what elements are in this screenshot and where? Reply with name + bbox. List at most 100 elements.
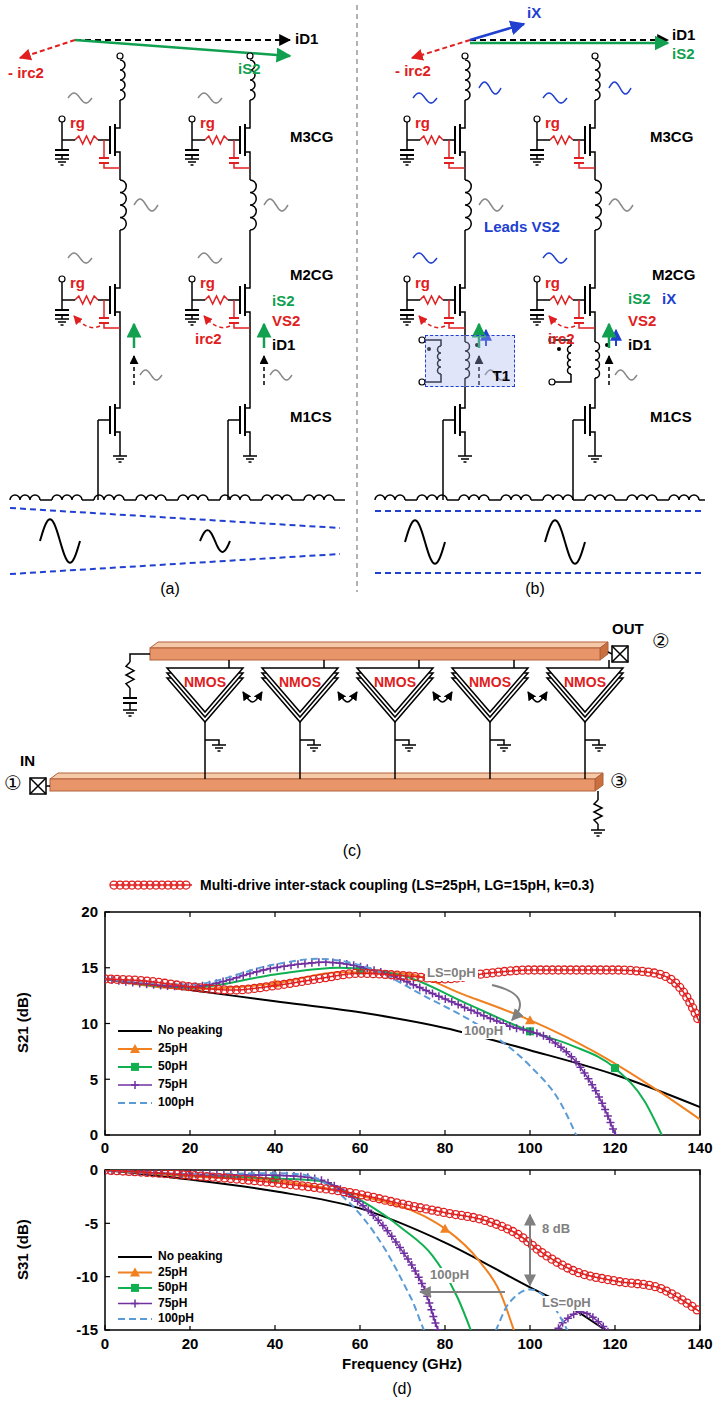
wire	[464, 170, 466, 180]
wire	[464, 450, 466, 456]
tick-label: 100	[517, 1335, 542, 1352]
ground-symbol	[588, 456, 602, 462]
data-marker	[396, 1244, 404, 1252]
plot-curves	[105, 958, 700, 1135]
inductor-symbol	[120, 60, 125, 100]
data-marker	[611, 1132, 619, 1135]
capacitor-symbol	[400, 149, 414, 151]
data-marker	[599, 1323, 607, 1330]
data-marker	[554, 1324, 562, 1330]
tick-label: 10	[81, 1015, 98, 1032]
ground-symbol	[55, 319, 69, 325]
tick-label: 120	[602, 1139, 627, 1156]
amplifier-outline	[452, 668, 528, 712]
inductor-symbol	[94, 495, 124, 500]
annotation-arrow	[529, 1215, 531, 1285]
annotation: 100pH	[428, 1268, 471, 1283]
terminal	[549, 379, 555, 385]
ground-symbol	[591, 830, 605, 836]
current-arrow	[263, 324, 266, 348]
wire	[594, 100, 596, 110]
tick-mark	[105, 1276, 110, 1277]
transmission-line	[50, 773, 603, 779]
ground-symbol	[113, 456, 127, 462]
ground-symbol	[307, 745, 321, 751]
data-marker	[513, 1024, 521, 1032]
data-curve	[105, 1170, 700, 1312]
ground-symbol	[530, 159, 544, 165]
data-marker	[388, 1232, 396, 1240]
terminal	[189, 116, 195, 122]
wire	[531, 499, 543, 501]
transmission-line	[595, 773, 603, 791]
data-marker	[359, 1202, 367, 1210]
wire	[594, 450, 596, 456]
resistor-symbol	[75, 136, 98, 144]
tick-mark	[614, 1170, 615, 1330]
tick-mark	[105, 1329, 110, 1330]
transformer-box: T1	[425, 335, 515, 387]
wire	[578, 300, 580, 318]
ground-symbol	[458, 456, 472, 462]
port-symbol	[612, 646, 628, 662]
data-marker	[564, 1314, 572, 1322]
waveform	[543, 93, 567, 103]
wire	[119, 450, 121, 456]
wire	[464, 230, 466, 270]
data-marker	[400, 1249, 408, 1257]
tick-label: 80	[437, 1335, 454, 1352]
wire	[192, 299, 205, 301]
current-arrow	[615, 330, 617, 346]
coupling-arrow	[528, 692, 547, 702]
waveform	[134, 199, 158, 211]
data-marker	[594, 1318, 602, 1326]
waveform	[609, 199, 633, 211]
data-marker	[404, 1255, 412, 1263]
wire	[449, 323, 465, 328]
port-label: OUT	[612, 620, 644, 637]
wire	[40, 499, 52, 501]
data-marker	[526, 1027, 534, 1035]
axis-title: S21 (dB)	[13, 993, 30, 1054]
terminal	[59, 116, 65, 122]
wire	[119, 230, 121, 270]
wire	[407, 139, 420, 141]
capacitor-symbol	[55, 309, 69, 311]
wire	[537, 139, 550, 141]
wire	[114, 124, 116, 156]
data-marker	[562, 1048, 570, 1056]
data-curve	[105, 1170, 475, 1330]
data-marker	[567, 1053, 575, 1061]
wire	[115, 270, 120, 288]
wire	[234, 323, 250, 328]
tick-mark	[444, 1170, 445, 1330]
wire	[245, 432, 250, 450]
wire	[208, 499, 220, 501]
signal-label: rg	[545, 114, 560, 131]
wire	[98, 419, 110, 421]
resistor-symbol	[550, 136, 573, 144]
data-marker	[383, 1227, 391, 1235]
current-arrow	[608, 356, 610, 385]
data-marker	[611, 1064, 619, 1072]
wire	[245, 110, 250, 128]
legend-text: 25pH	[158, 1042, 187, 1056]
plot-frame	[105, 912, 700, 1135]
ground-symbol	[400, 319, 414, 325]
ground-symbol	[402, 745, 416, 751]
tick-label: 0	[101, 1335, 109, 1352]
waveform	[615, 370, 637, 380]
amplifier-cell: NMOS	[167, 668, 243, 726]
inductor-symbol	[459, 495, 489, 500]
inductor-symbol	[417, 495, 447, 500]
wire	[62, 299, 75, 301]
ground-symbol	[400, 159, 414, 165]
tick-mark	[359, 912, 360, 1135]
data-marker	[369, 1211, 377, 1219]
resistor-symbol	[75, 296, 98, 304]
wire	[62, 139, 75, 141]
signal-label: iD1	[272, 336, 295, 353]
tick-label: 120	[602, 1335, 627, 1352]
